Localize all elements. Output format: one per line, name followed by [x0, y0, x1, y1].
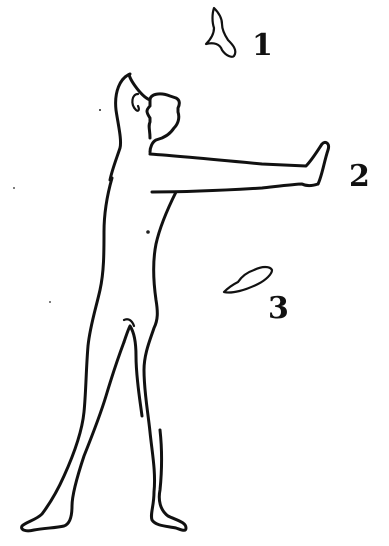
marker-3-shape — [224, 267, 272, 293]
speck — [99, 109, 101, 111]
arm-top — [150, 142, 329, 184]
inner-thigh — [124, 326, 142, 416]
marker-1-shape — [206, 8, 235, 57]
navel — [146, 230, 150, 234]
marker-2: 2 — [349, 159, 370, 194]
torso-front — [144, 192, 186, 530]
marker-1-label: 1 — [252, 28, 273, 63]
marker-2-label: 2 — [349, 159, 370, 194]
speck — [49, 301, 51, 303]
back-of-head — [110, 74, 150, 180]
speck — [13, 187, 15, 189]
marker-3: 3 — [224, 267, 289, 326]
ear — [132, 94, 138, 111]
torso-back — [22, 178, 124, 531]
marker-1: 1 — [206, 8, 273, 63]
head-outline — [147, 94, 179, 152]
marker-3-label: 3 — [268, 291, 289, 326]
